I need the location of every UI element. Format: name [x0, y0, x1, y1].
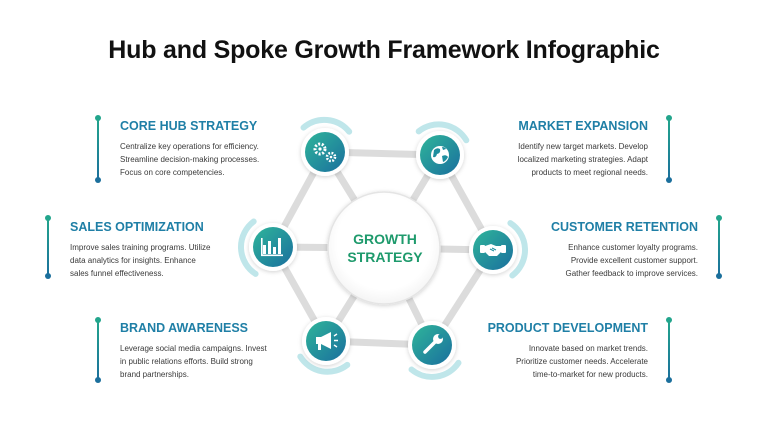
accent-bar — [666, 115, 672, 183]
bar-chart-icon — [261, 238, 283, 257]
hub-label: GROWTH STRATEGY — [333, 230, 437, 266]
info-block-core-hub: CORE HUB STRATEGY Centralize key operati… — [120, 119, 290, 179]
page-title: Hub and Spoke Growth Framework Infograph… — [108, 36, 660, 64]
spoke-node-customer-retention — [469, 220, 528, 279]
info-block-customer-retention: CUSTOMER RETENTION Enhance customer loya… — [528, 220, 698, 280]
info-block-brand-awareness: BRAND AWARENESS Leverage social media ca… — [120, 321, 290, 381]
block-text: Improve sales training programs. Utilize… — [70, 243, 211, 278]
accent-bar — [45, 215, 51, 279]
gears-icon — [313, 142, 337, 163]
block-text: Innovate based on market trends.Prioriti… — [515, 344, 648, 379]
spoke-node-sales-optimization — [238, 218, 297, 277]
spoke-node-market-expansion — [415, 121, 470, 179]
spoke-node-product-development — [408, 321, 462, 380]
hub-label-line2: STRATEGY — [347, 249, 423, 265]
block-heading: CUSTOMER RETENTION — [551, 220, 698, 234]
globe-icon — [431, 146, 449, 164]
block-text: Centralize key operations for efficiency… — [120, 142, 260, 177]
accent-bar — [666, 317, 672, 383]
block-heading: SALES OPTIMIZATION — [70, 220, 204, 234]
info-block-product-development: PRODUCT DEVELOPMENT Innovate based on ma… — [478, 321, 648, 381]
block-heading: CORE HUB STRATEGY — [120, 119, 258, 133]
accent-bar — [95, 115, 101, 183]
block-heading: BRAND AWARENESS — [120, 321, 249, 335]
accent-bar — [716, 215, 722, 279]
accent-bar — [95, 317, 101, 383]
wrench-icon — [423, 334, 443, 354]
handshake-icon — [480, 244, 506, 256]
block-heading: MARKET EXPANSION — [518, 119, 648, 133]
hub-label-line1: GROWTH — [353, 231, 417, 247]
info-block-market-expansion: MARKET EXPANSION Identify new target mar… — [478, 119, 648, 179]
spoke-node-core-hub — [300, 116, 353, 176]
spoke-node-brand-awareness — [297, 317, 351, 375]
block-text: Enhance customer loyalty programs.Provid… — [565, 243, 698, 278]
hub-circle — [327, 191, 441, 305]
megaphone-icon — [316, 332, 338, 350]
block-heading: PRODUCT DEVELOPMENT — [487, 321, 648, 335]
info-block-sales-optimization: SALES OPTIMIZATION Improve sales trainin… — [70, 220, 240, 280]
